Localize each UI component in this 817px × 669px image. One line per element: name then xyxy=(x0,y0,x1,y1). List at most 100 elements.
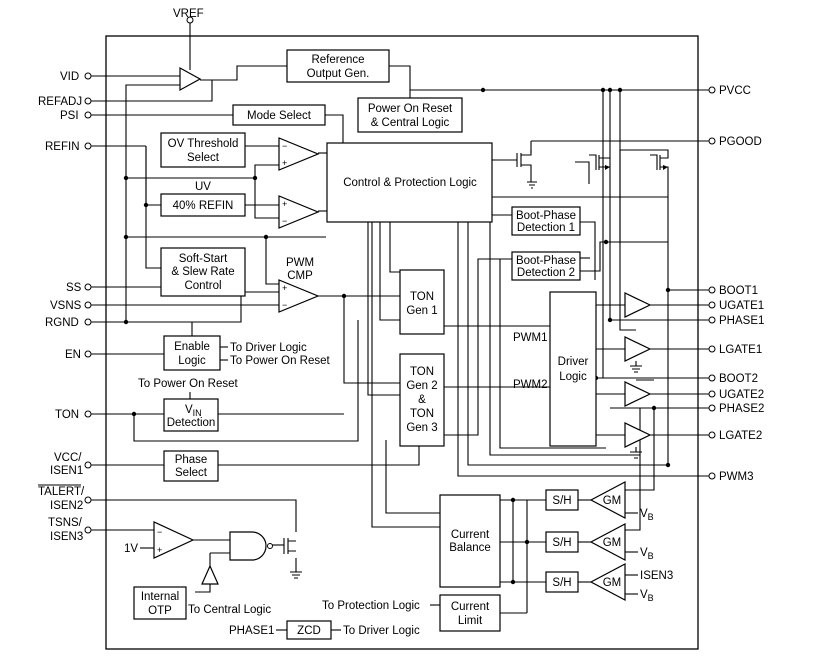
svg-text:+: + xyxy=(282,283,287,293)
driver-label-2: Logic xyxy=(559,371,587,383)
pin-lgate1: LGATE1 xyxy=(719,344,762,356)
svg-text:−: − xyxy=(282,300,287,310)
enable-label-1: Enable xyxy=(174,341,210,353)
phase-select-label-2: Select xyxy=(175,467,208,479)
chip-outline xyxy=(105,35,699,650)
mode-select: Mode Select xyxy=(232,104,326,126)
vin-det-label: Detection xyxy=(167,417,216,429)
ton23-label-5: Gen 3 xyxy=(406,422,437,434)
annot-to-central-logic: To Central Logic xyxy=(188,604,271,616)
annot-to-driver-logic: To Driver Logic xyxy=(230,342,307,354)
svg-text:+: + xyxy=(282,199,287,209)
ov-comparator: − + xyxy=(278,137,320,171)
pin-ugate1: UGATE1 xyxy=(719,300,764,312)
power-on-reset: Power On Reset & Central Logic xyxy=(357,97,463,133)
pin-vref: VREF xyxy=(173,8,204,20)
vb-3: VB xyxy=(640,589,654,603)
annot-to-power-on-reset-top: To Power On Reset xyxy=(138,378,239,390)
annot-to-protection-logic: To Protection Logic xyxy=(322,600,420,612)
pin-refin: REFIN xyxy=(45,141,80,153)
otp-label-1: Internal xyxy=(141,591,179,603)
svg-text:GM: GM xyxy=(603,495,622,507)
isen3-label: ISEN3 xyxy=(640,570,673,582)
driver-mosfet-1 xyxy=(575,154,610,184)
uv-comparator: + − xyxy=(278,195,320,229)
pin-talert: TALERT/ xyxy=(38,486,85,498)
control-protection-logic: Control & Protection Logic xyxy=(326,142,493,223)
driver-mosfet-2 xyxy=(619,149,669,242)
sh-gm-1: S/H GM VB xyxy=(545,481,654,522)
pin-refadj: REFADJ xyxy=(38,96,82,108)
ov-label-2: Select xyxy=(187,152,220,164)
pgood-mosfet xyxy=(516,150,537,189)
driver-label-1: Driver xyxy=(558,356,589,368)
sh-gm-3: S/H GM ISEN3 VB xyxy=(545,563,673,603)
pin-pgood: PGOOD xyxy=(719,136,762,148)
pin-isen1: ISEN1 xyxy=(50,465,83,477)
pin-vsns: VSNS xyxy=(50,300,82,312)
pin-boot2: BOOT2 xyxy=(719,373,758,385)
boot-phase-detection-1: Boot-Phase Detection 1 xyxy=(511,206,581,236)
pin-phase1-zcd: PHASE1 xyxy=(229,625,274,637)
ov-label-1: OV Threshold xyxy=(168,138,239,150)
current-balance: Current Balance xyxy=(439,494,501,588)
pin-ton: TON xyxy=(55,409,79,421)
ref-label-2: Output Gen. xyxy=(307,68,370,80)
ton23-label-2: Gen 2 xyxy=(406,380,437,392)
enable-label-2: Logic xyxy=(178,355,206,367)
pin-tsns: TSNS/ xyxy=(48,517,83,529)
phase-select-label-1: Phase xyxy=(175,454,208,466)
svg-text:S/H: S/H xyxy=(552,577,571,589)
annot-to-driver-logic-zcd: To Driver Logic xyxy=(343,625,420,637)
ton1-label-2: Gen 1 xyxy=(406,305,437,317)
uv-label: UV xyxy=(195,181,211,193)
cl-label-2: Limit xyxy=(458,615,483,627)
vin-detection: VIN Detection xyxy=(163,398,219,432)
ss-label-3: Control xyxy=(184,280,221,292)
driver-logic: Driver Logic xyxy=(549,291,597,447)
reference-output-gen: Reference Output Gen. xyxy=(286,49,390,83)
current-limit: Current Limit xyxy=(439,594,501,632)
soft-start-control: Soft-Start & Slew Rate Control xyxy=(160,247,246,297)
pin-ss: SS xyxy=(66,282,82,294)
pwm-comparator: + − xyxy=(278,279,320,313)
boot-phase-detection-2: Boot-Phase Detection 2 xyxy=(511,251,581,281)
pin-vcc: VCC/ xyxy=(54,452,82,464)
ss-label-1: Soft-Start xyxy=(179,253,228,265)
vb-2: VB xyxy=(640,547,654,561)
svg-text:−: − xyxy=(282,216,287,226)
svg-text:−: − xyxy=(282,141,287,151)
pins-left: VREF VID REFADJ PSI REFIN SS VSNS RGND E… xyxy=(38,8,274,637)
one-v-label: 1V xyxy=(124,543,138,555)
pin-pwm3: PWM3 xyxy=(719,471,754,483)
pin-en: EN xyxy=(65,349,81,361)
svg-text:S/H: S/H xyxy=(552,537,571,549)
refin-40-percent: 40% REFIN xyxy=(160,193,246,217)
zcd-label: ZCD xyxy=(297,625,321,637)
pin-isen2: ISEN2 xyxy=(50,500,83,512)
svg-text:−: − xyxy=(157,527,162,537)
pin-phase1: PHASE1 xyxy=(719,315,764,327)
ton23-label-4: TON xyxy=(410,408,434,420)
pin-psi: PSI xyxy=(60,110,79,122)
sh-gm-2: S/H GM VB xyxy=(545,523,654,561)
svg-text:+: + xyxy=(282,158,287,168)
ov-threshold-select: OV Threshold Select xyxy=(160,132,246,168)
gate-drivers xyxy=(624,292,652,459)
cb-label-2: Balance xyxy=(449,542,491,554)
pin-isen3: ISEN3 xyxy=(50,531,83,543)
wires xyxy=(91,20,709,631)
mode-select-label: Mode Select xyxy=(247,110,312,122)
enable-logic: Enable Logic xyxy=(163,335,221,371)
zcd-block: ZCD xyxy=(286,620,332,640)
boot2-label-2: Detection 2 xyxy=(517,267,575,279)
pin-ugate2: UGATE2 xyxy=(719,389,764,401)
pin-pvcc: PVCC xyxy=(719,85,751,97)
pwm1-label: PWM1 xyxy=(513,332,548,344)
pwm2-label: PWM2 xyxy=(513,379,548,391)
ctrl-label: Control & Protection Logic xyxy=(343,177,477,189)
pin-rgnd: RGND xyxy=(45,317,79,329)
svg-text:GM: GM xyxy=(603,537,622,549)
cb-label-1: Current xyxy=(451,529,490,541)
